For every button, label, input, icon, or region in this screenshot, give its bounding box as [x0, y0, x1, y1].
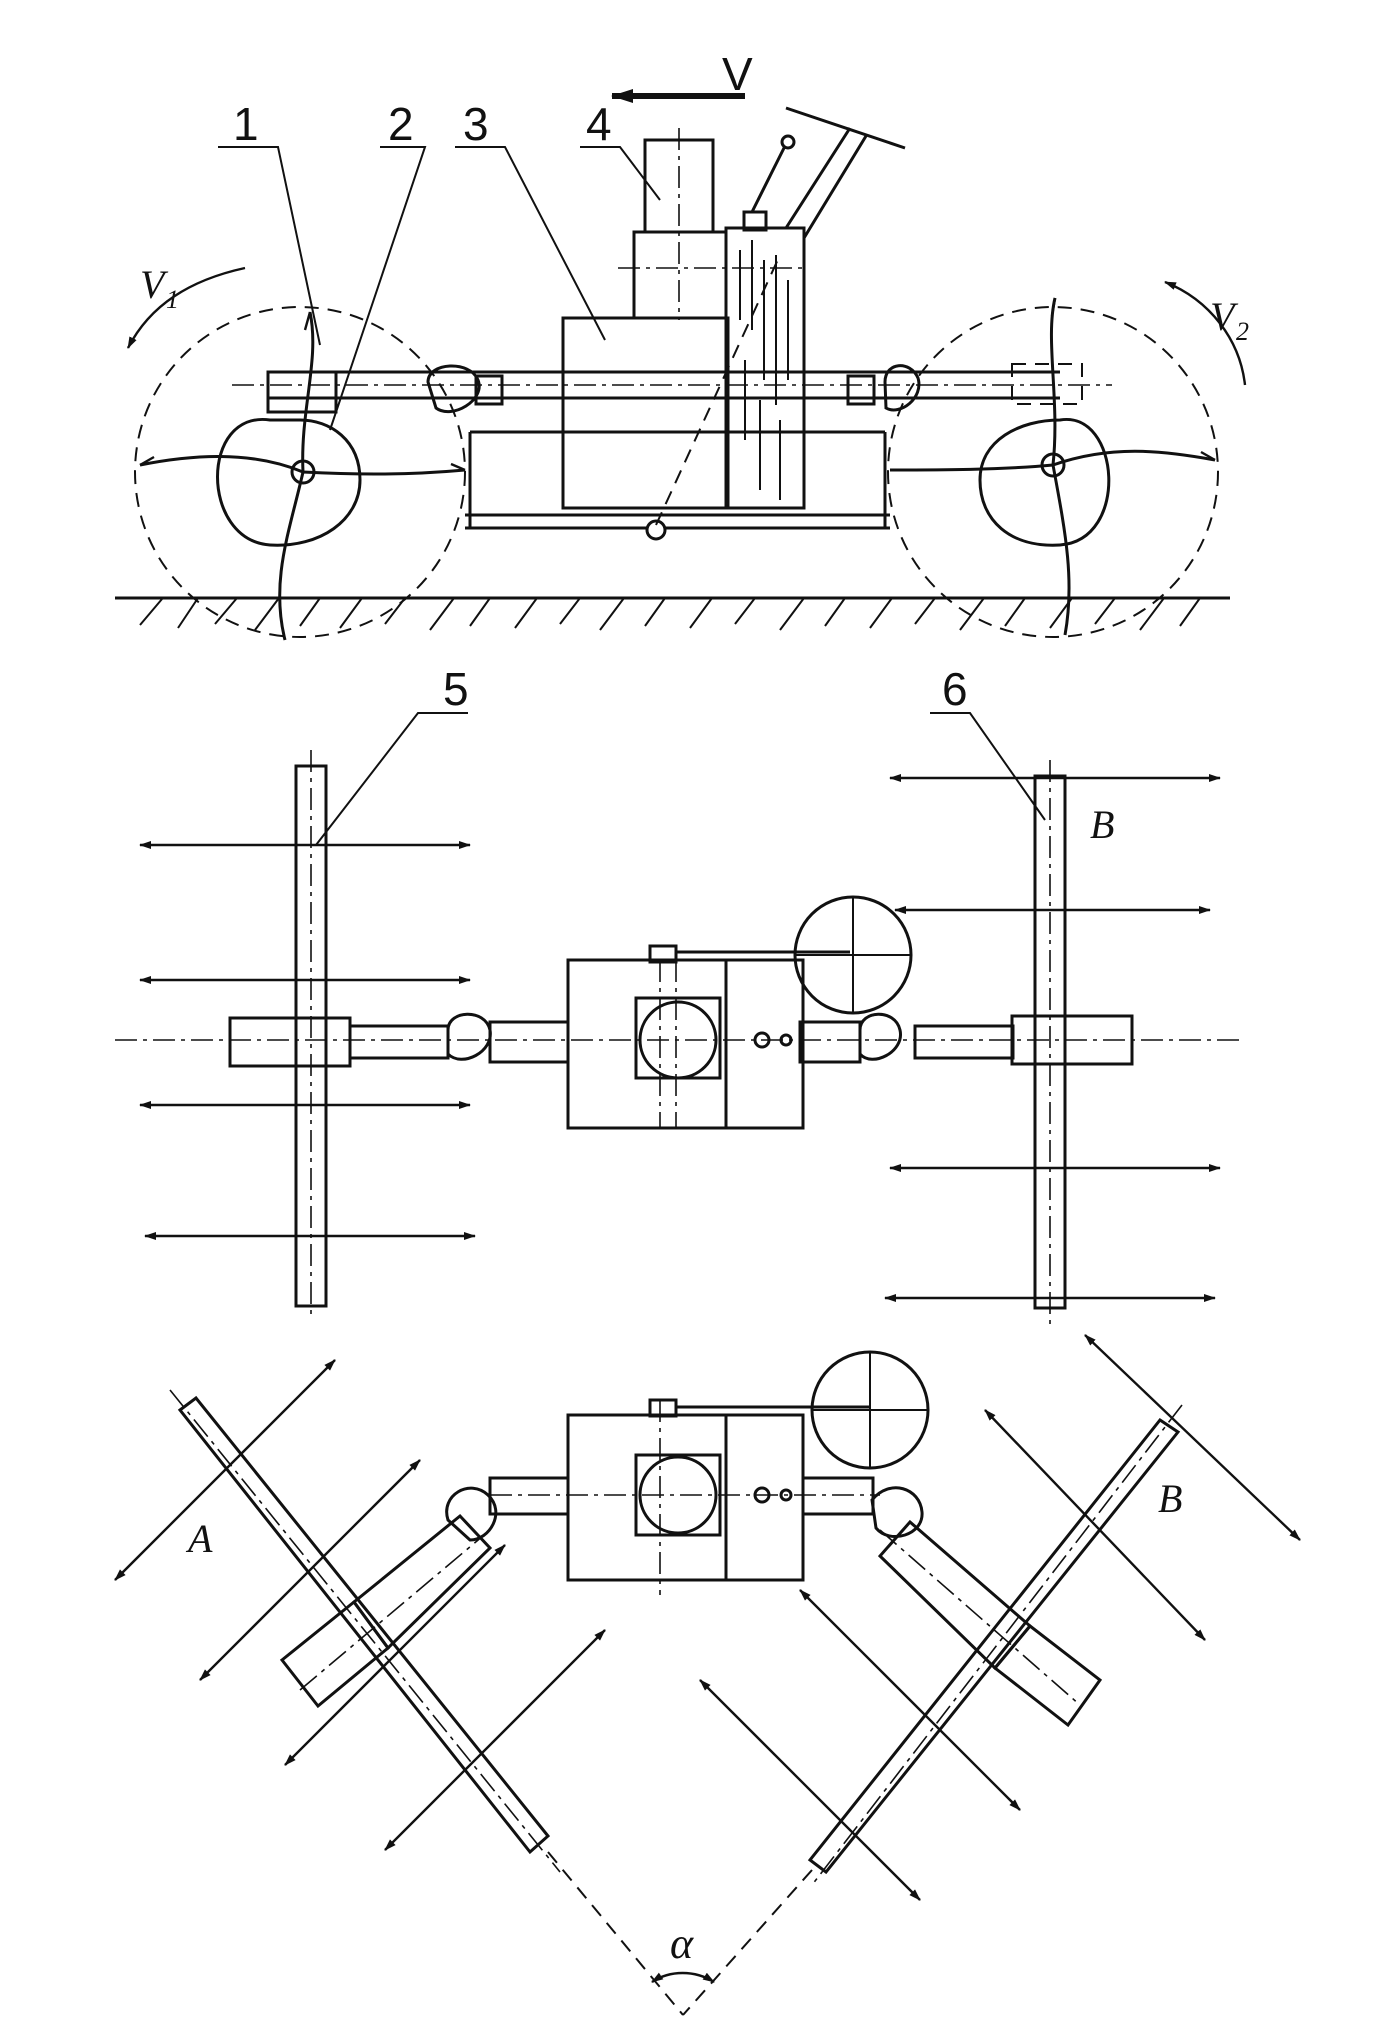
side-view: [115, 89, 1247, 641]
ground-hatch: [139, 597, 1201, 631]
left-plan-arrows: [139, 841, 476, 1240]
angled-right-link: [801, 1476, 875, 1516]
label-4: 4: [586, 98, 612, 150]
left-wheel-blades: [139, 311, 466, 641]
left-hub-block: [228, 1016, 352, 1068]
leader-4: [580, 146, 661, 201]
right-bearing: [1011, 363, 1083, 405]
leader-6: [930, 712, 1046, 821]
right-link: [798, 1020, 862, 1064]
label-5: 5: [443, 663, 469, 715]
left-joint: [426, 364, 481, 414]
left-bearing: [266, 370, 338, 414]
v2-arrow: [1164, 280, 1247, 386]
angled-small-circle-1: [753, 1486, 771, 1504]
left-shaft: [348, 1024, 450, 1060]
right-wheel-dashed-circle: [887, 306, 1219, 638]
svg-text:1: 1: [166, 285, 179, 314]
right-angled-joint: [870, 1486, 924, 1539]
svg-text:V: V: [1210, 294, 1239, 339]
steering-column: [784, 127, 868, 239]
symbol-a-bottom: A: [185, 1516, 213, 1561]
plan-engine-circle: [638, 1000, 718, 1080]
alpha-right-line: [682, 1869, 813, 2016]
angled-left-link: [488, 1476, 570, 1516]
label-1: 1: [233, 98, 259, 150]
symbol-alpha: α: [670, 1919, 694, 1968]
alpha-arc: [651, 1971, 715, 1984]
plan-small-circle-1: [753, 1031, 771, 1049]
symbol-b-top: B: [1090, 802, 1114, 847]
left-angled-bar: [177, 1395, 551, 1855]
lever-knob: [780, 134, 796, 150]
right-plan-arrows: [884, 774, 1221, 1302]
left-link: [488, 1020, 570, 1064]
label-3: 3: [463, 98, 489, 150]
lever-base: [742, 210, 768, 232]
left-wheel-arrowheads: [139, 311, 466, 472]
right-joint-block: [846, 374, 876, 406]
right-joint: [883, 364, 921, 412]
leader-5: [315, 712, 468, 846]
plan-body: [566, 958, 805, 1130]
leader-2: [329, 146, 427, 431]
angled-engine-circle: [638, 1455, 718, 1535]
plan-top-lug: [648, 944, 678, 964]
symbol-v1: V 1: [140, 262, 179, 314]
drive-shaft-diag: [655, 254, 781, 526]
label-6: 6: [942, 663, 968, 715]
left-angled-cl: [169, 1389, 561, 1873]
left-wheel-housing: [216, 418, 362, 547]
body-box: [561, 316, 730, 510]
left-wheel-dashed-circle: [134, 306, 466, 638]
angled-view: [114, 1334, 1301, 2016]
symbol-b-bottom: B: [1158, 1476, 1182, 1521]
right-wheel-arrowheads: [1050, 297, 1216, 462]
left-joint-block: [474, 374, 504, 406]
angled-small-circle-2: [779, 1488, 793, 1502]
right-wheel-housing: [978, 418, 1111, 547]
plan-view: [115, 712, 1245, 1324]
right-shaft: [913, 1024, 1015, 1060]
right-plan-joint: [858, 1012, 902, 1061]
symbol-v: V: [722, 48, 753, 100]
right-hub-block: [1010, 1014, 1134, 1066]
symbol-v2: V 2: [1210, 294, 1249, 346]
v1-arrow: [126, 266, 246, 349]
left-angled-joint: [445, 1486, 498, 1542]
control-lever: [750, 145, 787, 213]
left-drive-cl: [299, 1529, 491, 1691]
svg-text:2: 2: [1236, 317, 1249, 346]
frame-pivot: [645, 519, 667, 541]
leader-3: [455, 146, 606, 341]
right-angled-arrows: [699, 1334, 1301, 1901]
left-angled-arrows: [114, 1359, 606, 1851]
plan-small-circle-2: [779, 1033, 793, 1047]
right-wheel-blades: [889, 297, 1216, 636]
gearbox-hatch: [739, 240, 789, 500]
engine-lower: [632, 230, 728, 320]
right-angled-bar: [807, 1417, 1181, 1875]
left-plan-joint: [446, 1012, 492, 1061]
alpha-left-line: [547, 1851, 684, 2016]
steering-wheel: [785, 106, 906, 150]
label-2: 2: [388, 98, 414, 150]
svg-text:V: V: [140, 262, 169, 307]
leader-1: [218, 146, 321, 346]
